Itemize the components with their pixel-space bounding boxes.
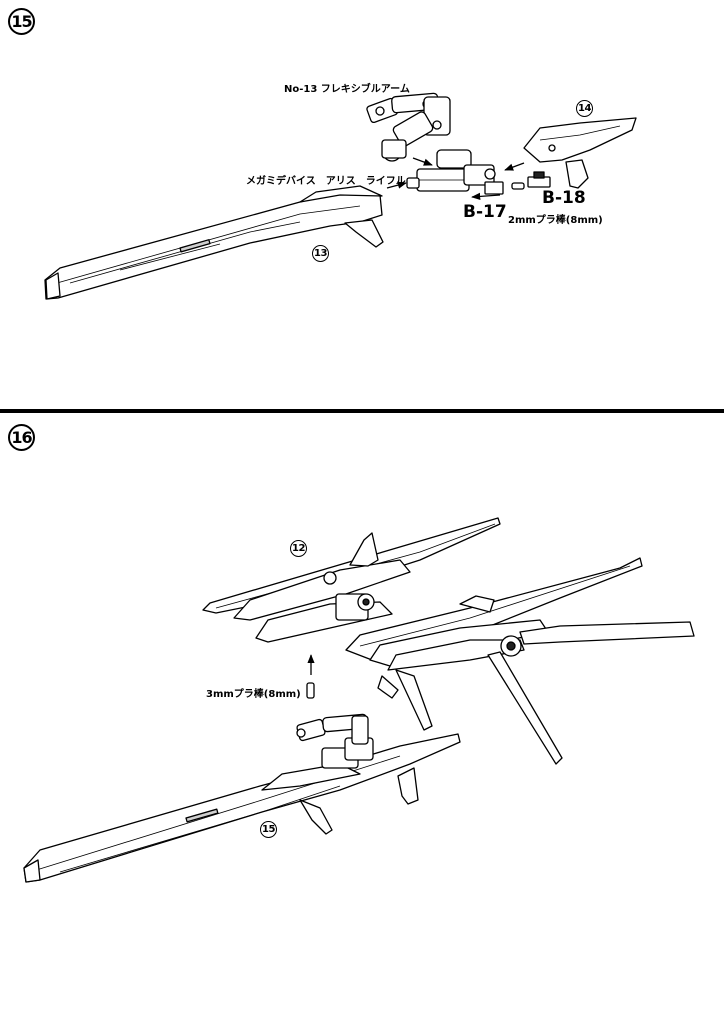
step-15-badge: 15 bbox=[8, 8, 35, 35]
part-b17-label: B-17 bbox=[463, 202, 507, 222]
part-b18-label: B-18 bbox=[542, 188, 586, 208]
rod-3mm-label: 3mmプラ棒(8mm) bbox=[206, 689, 301, 700]
unit-right-drawing bbox=[345, 557, 695, 765]
mount-b17-drawing bbox=[406, 149, 504, 195]
step-16-badge: 16 bbox=[8, 424, 35, 451]
callout-13: 13 bbox=[312, 245, 329, 262]
rifle-name-label: メガミデバイス アリス ライフル bbox=[246, 176, 406, 187]
parts-b18-rod-drawing bbox=[511, 171, 551, 190]
rod-3mm-drawing bbox=[306, 682, 315, 699]
rifle-13-drawing bbox=[44, 185, 384, 300]
rod-2mm-label: 2mmプラ棒(8mm) bbox=[508, 215, 603, 226]
callout-15: 15 bbox=[260, 821, 277, 838]
flexible-arm-drawing bbox=[366, 92, 451, 162]
callout-12: 12 bbox=[290, 540, 307, 557]
flexible-arm-label: No-13 フレキシブルアーム bbox=[284, 84, 410, 95]
part-14-drawing bbox=[523, 117, 637, 189]
unit-12-upper-drawing bbox=[202, 517, 501, 643]
rifle-15-drawing bbox=[23, 713, 461, 883]
section-divider bbox=[0, 409, 724, 413]
callout-14: 14 bbox=[576, 100, 593, 117]
